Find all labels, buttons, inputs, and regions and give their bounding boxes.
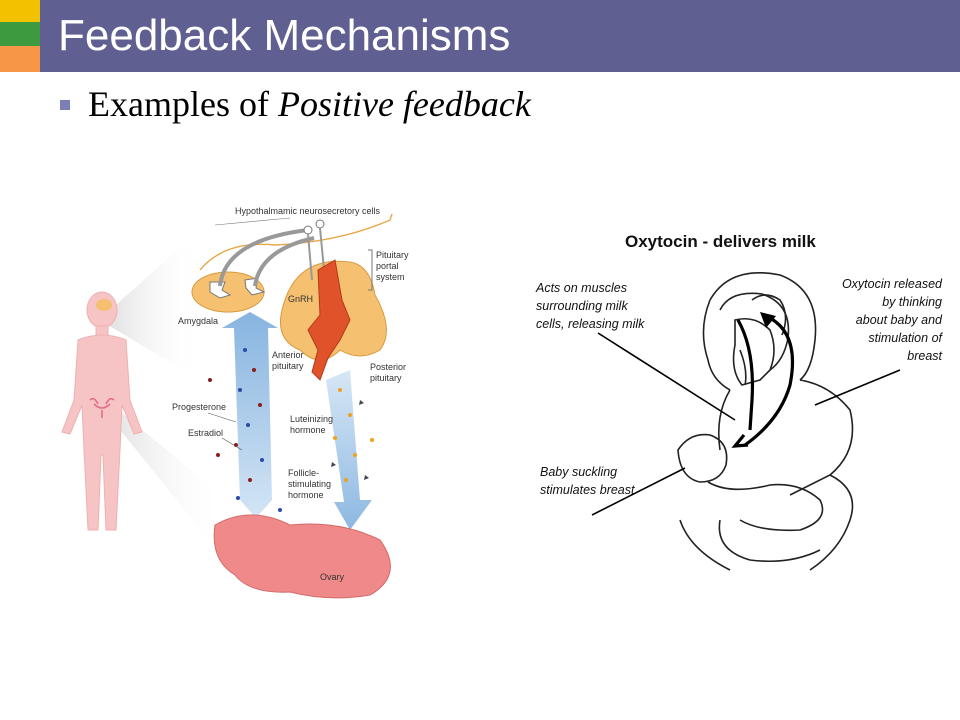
oxytocin-signal-arrows [731,316,795,448]
label-posterior-2: pituitary [370,373,402,383]
title-bar [40,0,960,72]
mother-baby-illustration [677,272,854,571]
left-note-1: Acts on muscles [535,281,627,295]
right-note-1: Oxytocin released [842,277,943,291]
label-amygdala: Amygdala [178,316,218,326]
right-note-2: by thinking [882,295,942,309]
bullet-text-italic: Positive feedback [277,84,531,124]
bottom-note-1: Baby suckling [540,465,617,479]
right-note-3: about baby and [856,313,943,327]
label-posterior-1: Posterior [370,362,406,372]
pointer-right [814,369,901,406]
label-pituitary-portal-3: system [376,272,405,282]
left-note-2: surrounding milk [536,299,628,313]
label-anterior-1: Anterior [272,350,304,360]
label-fsh-1: Follicle- [288,468,319,478]
hormone-feedback-diagram: Hypothalmamic neurosecretory cells Pitui… [50,200,430,600]
pointer-bottom [591,467,686,516]
uterus-highlight [89,397,115,418]
label-progesterone: Progesterone [172,402,226,412]
label-lh-2: hormone [290,425,326,435]
corner-accent-green [0,22,40,46]
corner-accent-yellow [0,0,40,22]
arrow-head-brain [760,312,776,328]
bottom-note-2: stimulates breast [540,483,635,497]
label-lh-1: Luteinizing [290,414,333,424]
zoom-funnel-ovary [108,405,225,560]
right-note-4: stimulation of [868,331,943,345]
ovary-shape [213,514,391,599]
bullet-item: Examples of Positive feedback [60,80,531,128]
label-gnrh: GnRH [288,294,313,304]
oxytocin-diagram: Oxytocin - delivers milk Acts on muscles… [530,220,950,600]
hormone-arrow-down [326,370,372,530]
feedback-arrow-up [222,312,278,518]
slide-title: Feedback Mechanisms [58,11,511,60]
corner-accent-orange [0,46,40,72]
label-hypothalamic: Hypothalmamic neurosecretory cells [235,206,381,216]
label-pituitary-portal-1: Pituitary [376,250,409,260]
brain-highlight [96,299,112,311]
bullet-text: Examples of Positive feedback [88,83,531,125]
left-note-3: cells, releasing milk [536,317,645,331]
pointer-left [597,332,736,421]
bullet-text-prefix: Examples of [88,84,278,124]
pituitary-portal-vessel [307,259,351,381]
label-fsh-3: hormone [288,490,324,500]
label-ovary: Ovary [320,572,345,582]
hormone-particles [208,348,374,512]
label-fsh-2: stimulating [288,479,331,489]
hypothalamus-brain-section [191,213,393,361]
oxytocin-title: Oxytocin - delivers milk [625,232,816,251]
label-estradiol: Estradiol [188,428,223,438]
square-bullet-icon [60,100,70,110]
label-pituitary-portal-2: portal [376,261,399,271]
right-note-5: breast [907,349,942,363]
label-anterior-2: pituitary [272,361,304,371]
zoom-funnel-brain [108,230,200,380]
